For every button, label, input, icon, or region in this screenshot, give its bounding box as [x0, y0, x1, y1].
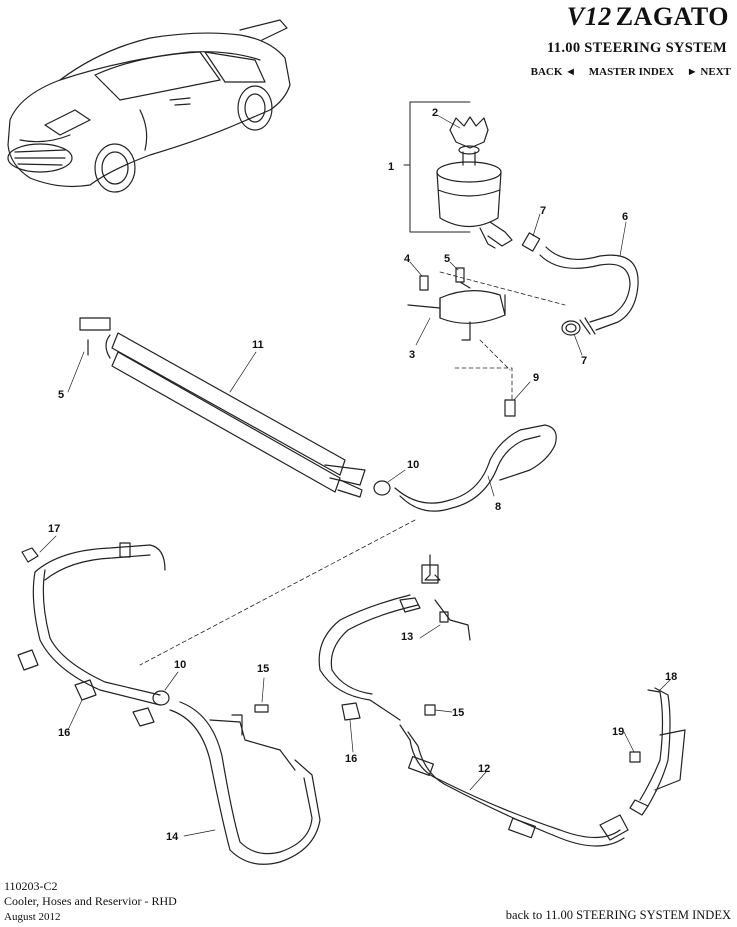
navigation-bar: BACK ◄ MASTER INDEX ► NEXT — [521, 66, 731, 78]
callout-16: 16 — [58, 727, 70, 739]
callout-11: 11 — [252, 339, 264, 351]
callout-1: 1 — [388, 161, 394, 173]
car-illustration — [7, 19, 291, 193]
callout-17: 17 — [48, 523, 60, 535]
callout-7: 7 — [581, 355, 587, 367]
master-index-link[interactable]: MASTER INDEX — [588, 66, 675, 78]
callout-9: 9 — [533, 372, 539, 384]
back-to-index-link[interactable]: back to 11.00 STEERING SYSTEM INDEX — [505, 908, 731, 922]
page-code: 110203-C2 — [4, 879, 58, 893]
callout-10: 10 — [174, 659, 186, 671]
callout-15: 15 — [452, 707, 464, 719]
callout-13: 13 — [401, 631, 413, 643]
callout-19: 19 — [612, 726, 624, 738]
callout-12: 12 — [478, 763, 490, 775]
callout-8: 8 — [495, 501, 501, 513]
callout-14: 14 — [166, 831, 179, 843]
page-name: Cooler, Hoses and Reservior - RHD — [4, 894, 177, 908]
logo-text: ZAGATO — [615, 2, 729, 31]
callout-7: 7 — [540, 205, 546, 217]
callout-3: 3 — [409, 349, 415, 361]
callout-4: 4 — [404, 253, 411, 265]
callout-10: 10 — [407, 459, 419, 471]
callout-16: 16 — [345, 753, 357, 765]
next-link[interactable]: ► NEXT — [686, 66, 731, 78]
callout-5: 5 — [444, 253, 450, 265]
page-title: 11.00 STEERING SYSTEM — [547, 40, 727, 56]
logo-prefix: V12 — [566, 2, 612, 31]
page-date: August 2012 — [4, 911, 61, 923]
back-link[interactable]: BACK ◄ — [530, 66, 577, 78]
callout-18: 18 — [665, 671, 677, 683]
callout-5: 5 — [58, 389, 64, 401]
callout-6: 6 — [622, 211, 628, 223]
callout-1: 2 — [432, 107, 438, 119]
callout-15: 15 — [257, 663, 269, 675]
